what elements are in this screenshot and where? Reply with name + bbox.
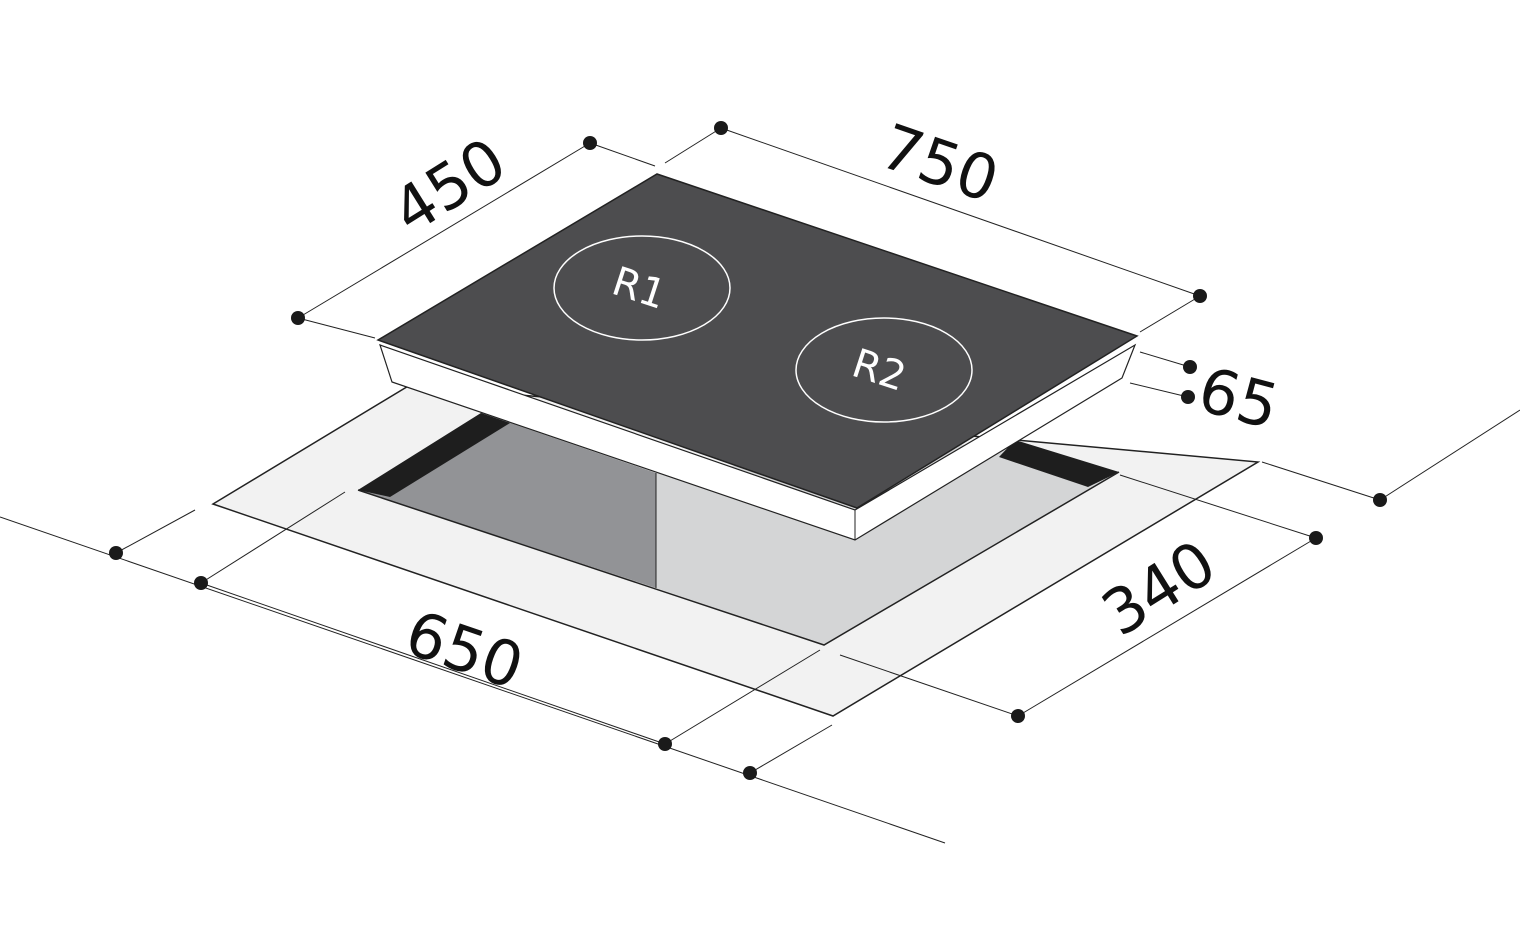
cooking-zone-r1 xyxy=(553,235,731,341)
dimension-lines xyxy=(0,127,1520,844)
dim-label-65: 65 xyxy=(1191,353,1286,444)
hob-glass-top xyxy=(376,173,1139,509)
dimension-dots xyxy=(109,121,1387,780)
dim-label-650: 650 xyxy=(397,596,533,704)
dim-label-450: 450 xyxy=(379,124,518,249)
cutout-strip-left xyxy=(358,413,510,497)
cutout-strip-right xyxy=(999,440,1119,487)
cooking-zone-r2 xyxy=(795,317,973,423)
cutout-edge xyxy=(357,471,1120,646)
dim-label-750: 750 xyxy=(872,110,1008,218)
